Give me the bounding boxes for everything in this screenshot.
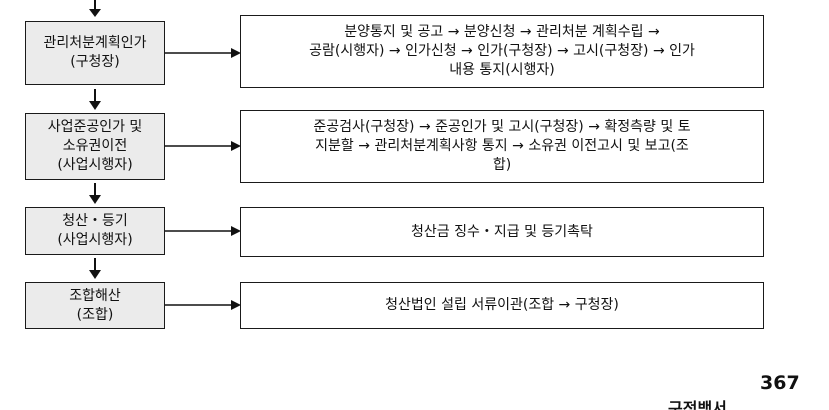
description-box-association-dissolution: 청산법인 설립 서류이관(조합 → 구청장) [240,282,764,329]
stage-line: 소유권이전 [62,138,128,154]
description-box-liquidation-registration: 청산금 징수・지급 및 등기촉탁 [240,207,764,257]
stage-line: (사업시행자) [57,157,133,173]
stage-box-completion-approval: 사업준공인가 및 소유권이전 (사업시행자) [25,113,165,180]
stage-line: 조합해산 [69,287,121,304]
page-number: 367 [760,372,800,394]
description-text: 청산금 징수・지급 및 등기촉탁 [411,223,593,240]
connector-arrow-4 [165,300,241,310]
stage-line: (사업시행자) [57,232,133,248]
stage-line: 사업준공인가 및 [47,119,143,135]
flow-arrow-3 [89,258,101,279]
connector-arrow-3 [165,226,241,236]
description-box-completion-approval: 준공검사(구청장) → 준공인가 및 고시(구청장) → 확정측량 및 토 지분… [240,110,764,183]
stage-line: 관리처분계획인가 [43,35,147,51]
description-text: 준공검사(구청장) → 준공인가 및 고시(구청장) → 확정측량 및 토 지분… [313,119,691,173]
flow-arrow-top [89,0,101,17]
description-text: 청산법인 설립 서류이관(조합 → 구청장) [385,297,619,313]
stage-box-liquidation-registration: 청산・등기 (사업시행자) [25,207,165,255]
flow-arrow-2 [89,183,101,204]
description-text: 분양통지 및 공고 → 분양신청 → 관리처분 계획수립 → 공람(시행자) →… [309,24,695,78]
connector-arrow-1 [165,48,241,58]
stage-box-management-approval: 관리처분계획인가 (구청장) [25,21,165,85]
footer-title: 구정백서 [668,399,727,410]
flow-arrow-1 [89,89,101,110]
description-box-management-approval: 분양통지 및 공고 → 분양신청 → 관리처분 계획수립 → 공람(시행자) →… [240,15,764,88]
stage-box-association-dissolution: 조합해산 (조합) [25,282,165,329]
connector-arrow-2 [165,141,241,151]
stage-line: 청산・등기 [62,213,128,229]
stage-line: (구청장) [70,54,120,70]
stage-line: (조합) [76,306,114,323]
